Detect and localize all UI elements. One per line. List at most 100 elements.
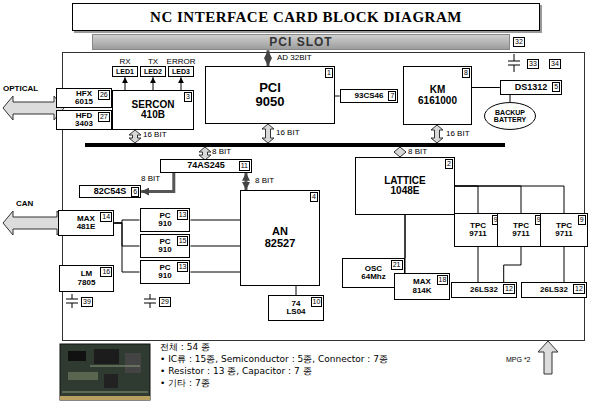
part-name: 26LS32 xyxy=(540,286,568,294)
bus-connector xyxy=(245,173,248,190)
signal-wire xyxy=(153,77,154,90)
note-text: • 기타 : 7종 xyxy=(160,379,210,389)
chip-box: LATTICE 1048E2 xyxy=(355,157,455,215)
bus-arrow xyxy=(129,130,141,143)
callout-number: 32 xyxy=(513,37,525,47)
signal-wire xyxy=(455,186,521,213)
signal-wire xyxy=(510,95,511,102)
part-name: LED1 xyxy=(116,68,134,75)
part-name: 74 LS04 xyxy=(286,300,305,317)
port-label: CAN xyxy=(16,200,33,209)
chip-box: PC 910 15 xyxy=(140,234,191,258)
title-box: NC INTERFACE CARD BLOCK DIAGRAM xyxy=(72,3,540,31)
photo-chip xyxy=(68,372,98,380)
mpg-port-arrow xyxy=(538,341,558,374)
part-name: PCI 9050 xyxy=(256,81,285,108)
led-box: RXLED1 xyxy=(112,66,138,77)
callout-number: 3 xyxy=(184,92,192,102)
chip-box: 26LS3212 xyxy=(521,282,587,298)
board-photo xyxy=(60,344,150,400)
signal-wire xyxy=(114,223,139,246)
bus-arrow xyxy=(431,125,443,143)
optical-port-arrow xyxy=(3,96,64,120)
chip-box: TPC 97119 xyxy=(497,213,544,247)
port-label: MPG *2 xyxy=(506,356,531,364)
chip-box: PC 91013 xyxy=(140,260,191,284)
note-text: 전체 : 54 종 xyxy=(160,343,210,353)
callout-number: 8 xyxy=(462,68,470,78)
callout-number: 18 xyxy=(437,275,449,285)
pci-slot-band: PCI SLOT xyxy=(92,34,510,51)
signal-wire xyxy=(405,215,406,273)
slot-label: PCI SLOT xyxy=(269,36,332,49)
callout-number: 29 xyxy=(159,297,171,307)
photo-chip xyxy=(94,349,119,364)
led-box: TXLED2 xyxy=(140,66,166,77)
part-name: MAX 481E xyxy=(77,215,96,232)
signal-wire xyxy=(472,87,500,88)
part-name: LM 7805 xyxy=(78,270,96,287)
part-name: HFD 3403 xyxy=(75,112,93,129)
part-name: MAX 814K xyxy=(412,278,431,295)
bus-arrow xyxy=(199,147,211,160)
chip-box: DS13125 xyxy=(500,80,562,95)
led-label: ERROR xyxy=(167,57,196,66)
diagram-title: NC INTERFACE CARD BLOCK DIAGRAM xyxy=(150,9,462,26)
part-name: KM 6161000 xyxy=(418,85,457,106)
callout-number: 34 xyxy=(549,59,561,69)
capacitor-plate xyxy=(144,299,156,300)
callout-number: 21 xyxy=(391,260,403,270)
callout-number: 4 xyxy=(310,192,318,202)
part-name: 74AS245 xyxy=(187,161,225,170)
signal-wire xyxy=(296,286,297,295)
transceiver-box: HFD 340327 xyxy=(56,110,111,131)
chip-box: 26LS3212 xyxy=(451,282,517,298)
photo-edge-connector xyxy=(60,396,150,400)
part-name: PC 910 xyxy=(158,212,171,229)
capacitor-lead xyxy=(72,303,73,308)
bus-width-label: 8 BIT xyxy=(212,148,231,157)
signal-wire xyxy=(190,220,240,221)
photo-chip xyxy=(125,353,141,373)
callout-number: 6 xyxy=(131,187,139,197)
photo-trace xyxy=(62,392,148,393)
chip-box: TPC 97119 xyxy=(454,213,501,247)
part-name: OSC 64Mhz xyxy=(361,265,385,282)
signal-wire xyxy=(564,247,565,282)
callout-number: 39 xyxy=(81,297,93,307)
callout-number: 11 xyxy=(239,161,250,171)
callout-number: 9 xyxy=(578,215,586,225)
board-outline xyxy=(63,53,585,341)
chip-box: 93CS467 xyxy=(340,89,399,103)
photo-board xyxy=(60,344,150,400)
part-name: TPC 9711 xyxy=(555,222,572,239)
part-name: DS1312 xyxy=(515,83,548,92)
callout-number: 2 xyxy=(445,159,453,169)
part-name: TPC 9711 xyxy=(469,222,486,239)
callout-number: 26 xyxy=(98,90,110,100)
chip-box: 82C54S 6 xyxy=(79,185,141,198)
signal-wire xyxy=(504,247,521,282)
bus-arrow xyxy=(394,147,406,157)
part-name: PC 910 xyxy=(158,238,171,255)
part-name: 82C54S xyxy=(94,187,127,196)
part-name: 26LS32 xyxy=(470,286,498,294)
part-name: BACKUP BATTERY xyxy=(494,109,526,124)
led-box: ERRORLED3 xyxy=(168,66,194,77)
photo-trace xyxy=(90,366,140,367)
capacitor-lead xyxy=(150,303,151,308)
callout-number: 15 xyxy=(177,236,189,246)
bus-width-label: 16 BIT xyxy=(143,131,167,140)
battery-ellipse xyxy=(485,103,536,130)
capacitor-lead xyxy=(150,294,151,299)
capacitor-lead xyxy=(514,65,515,72)
chip-box: PC 91013 xyxy=(140,208,191,232)
photo-chip xyxy=(68,351,86,361)
chip-box: 74 LS0410 xyxy=(268,295,325,321)
chip-box: MAX 814K 18 xyxy=(394,273,451,300)
chip-box: MAX 481E14 xyxy=(58,210,114,236)
signal-wire xyxy=(190,246,240,247)
capacitor-plate xyxy=(66,299,78,300)
signal-wire xyxy=(478,247,479,282)
chip-box: PCI 90501 xyxy=(205,66,335,124)
